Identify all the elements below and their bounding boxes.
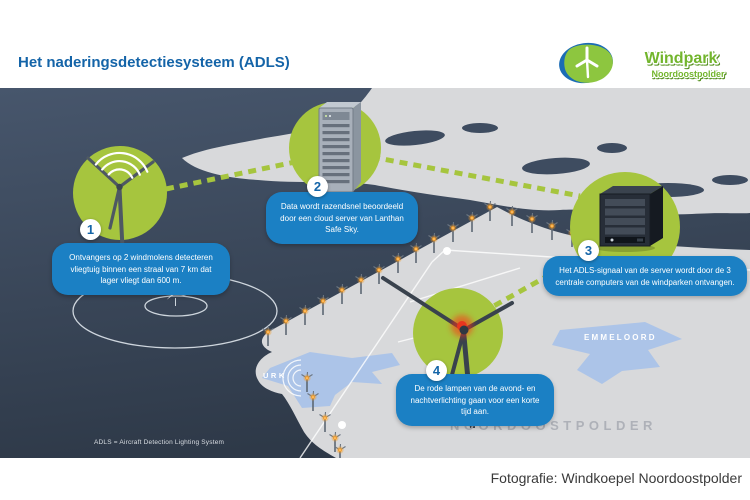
step-3-number: 3 — [578, 240, 599, 261]
sea-shape — [0, 88, 750, 458]
central-computer-icon — [595, 186, 663, 252]
adls-footnote: ADLS = Aircraft Detection Lighting Syste… — [94, 439, 225, 446]
lakes — [385, 123, 748, 197]
wind-turbine-receiver-icon — [86, 151, 155, 258]
logo-word-windpark: Windpark — [645, 50, 718, 67]
adls-map-illustration: NOORDOOSTPOLDER EMMELOORD URK ADLS = Air… — [0, 88, 750, 458]
step-2-text: Data wordt razendsnel beoordeeld door ee… — [280, 202, 404, 235]
step-1-text: Ontvangers op 2 windmolens detecteren vl… — [69, 253, 213, 286]
step-1-callout: Ontvangers op 2 windmolens detecteren vl… — [52, 243, 230, 295]
step-3-callout: Het ADLS-signaal van de server wordt doo… — [543, 256, 747, 297]
road-node — [338, 421, 346, 429]
step-2-number: 2 — [307, 176, 328, 197]
turbine-glyph-icon — [575, 46, 599, 79]
step-4-number: 4 — [426, 360, 447, 381]
step-4-text: De rode lampen van de avond- en nachtver… — [410, 384, 540, 417]
step-1-number: 1 — [80, 219, 101, 240]
photo-credit: Fotografie: Windkoepel Noordoostpolder — [490, 470, 742, 486]
logo-word-noordoostpolder: Noordoostpolder — [652, 69, 725, 79]
windpark-logo-icon — [559, 42, 613, 84]
windpark-logo-text: Windpark Noordoostpolder — [643, 48, 726, 80]
radar-waves-icon — [94, 151, 149, 179]
step-3-text: Het ADLS-signaal van de server wordt doo… — [555, 266, 735, 287]
windpark-logo: Windpark Noordoostpolder — [556, 38, 746, 88]
header: Het naderingsdetectiesysteem (ADLS) Wind… — [0, 0, 750, 88]
emmeloord-area — [552, 322, 682, 384]
page-title: Het naderingsdetectiesysteem (ADLS) — [18, 54, 290, 71]
urk-radar-arcs — [282, 359, 302, 397]
town-label-emmeloord: EMMELOORD — [584, 333, 657, 342]
town-label-urk: URK — [263, 371, 287, 380]
cloud-server-icon — [314, 102, 361, 197]
step-4-callout: De rode lampen van de avond- en nachtver… — [396, 374, 554, 426]
map-artwork — [0, 88, 750, 458]
step-2-callout: Data wordt razendsnel beoordeeld door ee… — [266, 192, 418, 244]
footer: Fotografie: Windkoepel Noordoostpolder — [0, 458, 750, 500]
road-node — [443, 247, 451, 255]
